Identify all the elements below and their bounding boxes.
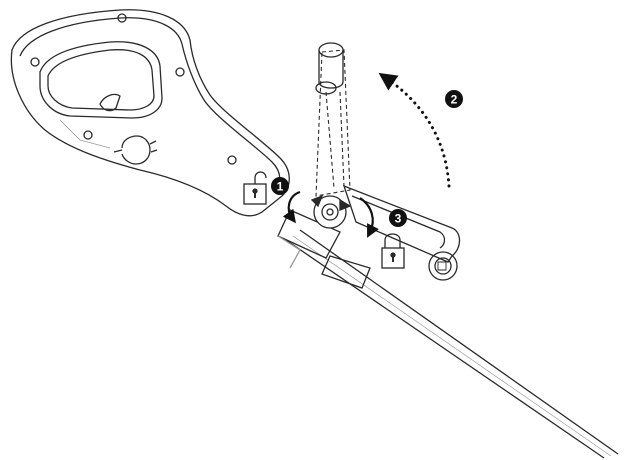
folded-handle [342,184,461,281]
loosen-arrow [282,190,301,224]
adjustment-knob[interactable] [310,194,352,229]
handle-grip-top [315,42,344,95]
handle-ghost-outline [315,49,351,197]
trimmer-shaft [285,229,619,459]
rotate-handle-arrow [378,72,451,188]
power-plug-icon [113,135,158,165]
step-number-1: 1 [277,180,284,194]
step-badge-1: 1 [271,177,289,195]
unlocked-padlock-icon [243,171,267,205]
step-badge-2: 2 [445,90,463,108]
tighten-arrow [359,197,379,238]
handle-housing [10,9,290,217]
step-number-2: 2 [451,93,458,107]
step-badge-3: 3 [389,209,407,227]
step-number-3: 3 [395,212,402,226]
locked-padlock-icon [381,233,405,269]
